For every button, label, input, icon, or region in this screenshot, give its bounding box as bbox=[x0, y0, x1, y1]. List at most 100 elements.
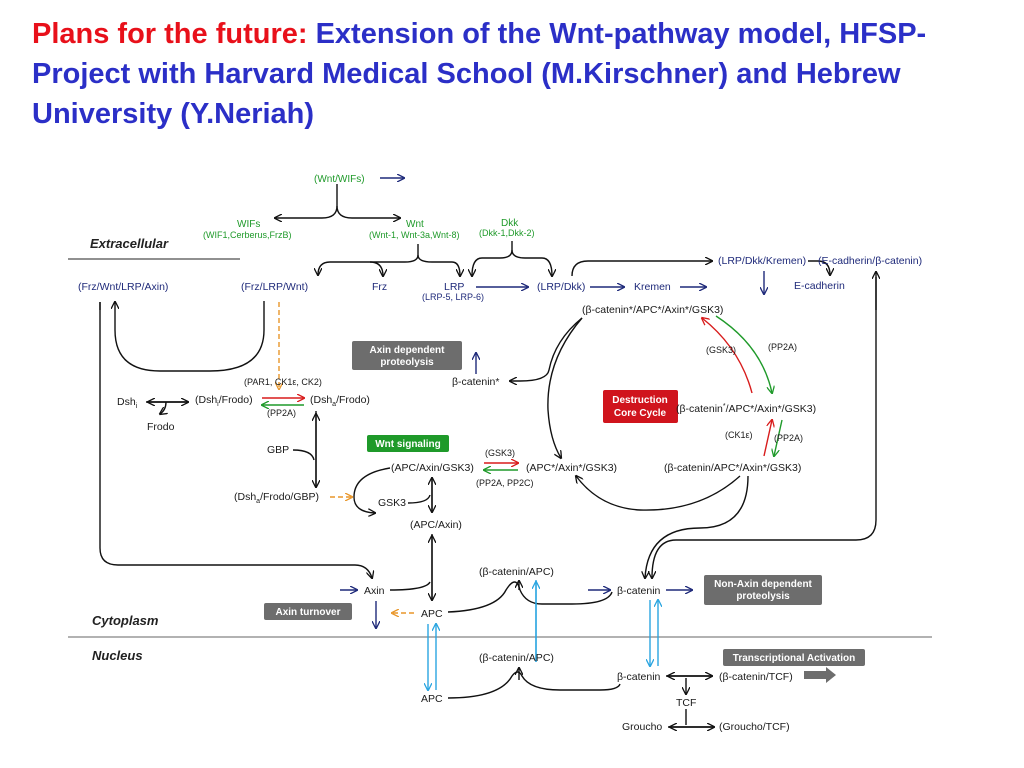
node-gsk3-label: (GSK3) bbox=[706, 345, 736, 355]
node-bcat-tcf: (β-catenin/TCF) bbox=[719, 671, 793, 683]
node-bcat-nuc: β-catenin bbox=[617, 671, 661, 683]
node-axin: Axin bbox=[364, 585, 385, 597]
node-gsk3: GSK3 bbox=[378, 497, 406, 509]
arrow-wnt-wifs-split bbox=[275, 184, 338, 218]
box-axin-turnover: Axin turnover bbox=[264, 603, 352, 620]
arrow-gsk3-loop bbox=[353, 467, 391, 513]
node-dsha-frodo: (Dsha/Frodo) bbox=[310, 394, 370, 408]
section-extracellular: Extracellular bbox=[90, 236, 169, 251]
box-destruction-line1: Destruction bbox=[612, 395, 668, 406]
box-axin-turnover-label: Axin turnover bbox=[275, 607, 340, 618]
node-kremen: Kremen bbox=[634, 281, 671, 293]
node-par-ck: (PAR1, CK1ε, CK2) bbox=[244, 377, 322, 387]
arrow-red-cycle-bottom bbox=[763, 420, 772, 457]
node-groucho: Groucho bbox=[622, 721, 662, 733]
node-bcat-apc-star-axin-gsk3: (β-catenin/APC*/Axin*/GSK3) bbox=[664, 462, 801, 474]
node-groucho-tcf: (Groucho/TCF) bbox=[719, 721, 790, 733]
node-bcat-cyt: β-catenin bbox=[617, 585, 661, 597]
arrow-bcatapc-nuc bbox=[447, 671, 621, 699]
arrow-wnt-wifs-split-right bbox=[336, 205, 400, 218]
node-dshi-frodo: (Dshi/Frodo) bbox=[195, 394, 253, 408]
node-gbp: GBP bbox=[267, 444, 289, 456]
node-ck1e: (CK1ε) bbox=[725, 430, 753, 440]
slide-title: Plans for the future: Extension of the W… bbox=[32, 14, 1002, 134]
arrow-frz-bind bbox=[369, 261, 383, 276]
box-axin-dependent: Axin dependent proteolysis bbox=[352, 341, 462, 370]
node-lrp: LRP bbox=[444, 281, 464, 293]
box-destruction-line2: Core Cycle bbox=[614, 408, 667, 419]
node-frz-wnt-lrp-axin: (Frz/Wnt/LRP/Axin) bbox=[78, 281, 168, 293]
box-non-axin-dependent: Non-Axin dependent proteolysis bbox=[704, 575, 822, 605]
box-wnt-signaling-label: Wnt signaling bbox=[375, 439, 441, 450]
node-apc-nuc: APC bbox=[421, 693, 443, 705]
node-apc-axin-gsk3: (APC/Axin/GSK3) bbox=[391, 462, 474, 474]
node-lrp-dkk-kremen: (LRP/Dkk/Kremen) bbox=[718, 255, 806, 267]
arrow-to-frodo bbox=[160, 401, 166, 414]
node-ecad-bcat: (E-cadherin/β-catenin) bbox=[818, 255, 922, 267]
node-apc-cyt: APC bbox=[421, 608, 443, 620]
node-wnt-wifs: (Wnt/WIFs) bbox=[314, 174, 365, 185]
node-dkk: Dkk bbox=[501, 218, 519, 229]
box-non-axin-line2: proteolysis bbox=[736, 591, 790, 602]
node-dsh-i: Dshi bbox=[117, 396, 138, 410]
box-transcriptional-activation: Transcriptional Activation bbox=[723, 649, 865, 666]
arrow-lrp-bind bbox=[417, 254, 460, 276]
node-wifs: WIFs bbox=[237, 219, 260, 230]
box-axin-dependent-line1: Axin dependent bbox=[369, 345, 445, 356]
node-ecad: E-cadherin bbox=[794, 280, 845, 292]
node-pp2a-mid: (PP2A) bbox=[267, 408, 296, 418]
node-bcat-apc-axin-gsk3-star: (β-catenin*/APC*/Axin*/GSK3) bbox=[582, 304, 723, 316]
slide-title-red: Plans for the future: bbox=[32, 18, 308, 50]
arrow-cycle-to-bcatstar bbox=[510, 317, 583, 381]
node-frz-lrp-wnt: (Frz/LRP/Wnt) bbox=[241, 281, 308, 293]
node-tcf: TCF bbox=[676, 697, 696, 709]
arrow-frzlrpwnt-loop bbox=[115, 301, 265, 372]
arrow-ecad-to-bcat bbox=[652, 277, 877, 578]
arrow-cycle-left-arc bbox=[547, 317, 583, 458]
box-non-axin-line1: Non-Axin dependent bbox=[714, 579, 812, 590]
section-nucleus: Nucleus bbox=[92, 648, 143, 663]
transcription-output-arrow bbox=[804, 667, 836, 683]
node-frz: Frz bbox=[372, 281, 387, 293]
arrow-bcatapc-cyt bbox=[447, 581, 613, 613]
node-pp2a-pp2c: (PP2A, PP2C) bbox=[476, 478, 534, 488]
arrow-red-cycle-top bbox=[702, 318, 753, 394]
arrow-to-lrpdkkkremen bbox=[571, 261, 712, 277]
arrow-gsk3-join bbox=[407, 494, 431, 504]
node-dsha-frodo-gbp: (Dsha/Frodo/GBP) bbox=[234, 491, 319, 505]
node-lrp-sub: (LRP-5, LRP-6) bbox=[422, 292, 484, 302]
node-gsk3-top: (GSK3) bbox=[485, 448, 515, 458]
node-frodo: Frodo bbox=[147, 421, 175, 433]
slide-title-blue: Extension of the Wnt-pathway model, HFSP… bbox=[32, 18, 927, 130]
arrow-ecad-split bbox=[808, 260, 830, 275]
node-lrp-dkk: (LRP/Dkk) bbox=[537, 281, 585, 293]
arrow-wnt-to-frzlrpwnt bbox=[318, 244, 419, 275]
node-apc-star-axin-gsk3: (APC*/Axin*/GSK3) bbox=[526, 462, 617, 474]
arrow-cycle-bottom-arc bbox=[576, 476, 741, 511]
section-cytoplasm: Cytoplasm bbox=[92, 613, 159, 628]
node-dkk-sub: (Dkk-1,Dkk-2) bbox=[479, 228, 535, 238]
node-pp2a-label: (PP2A) bbox=[768, 342, 797, 352]
arrow-dkk-split bbox=[472, 241, 513, 276]
node-bcat-apc-nuc: (β-catenin/APC) bbox=[479, 652, 554, 664]
box-destruction-core-cycle: Destruction Core Cycle bbox=[603, 390, 678, 423]
node-apc-axin: (APC/Axin) bbox=[410, 519, 462, 531]
box-axin-dependent-line2: proteolysis bbox=[380, 357, 434, 368]
arrow-green-cycle-bottom bbox=[774, 419, 783, 456]
node-bcat-apc-cyt: (β-catenin/APC) bbox=[479, 566, 554, 578]
node-pp2a-r2: (PP2A) bbox=[774, 433, 803, 443]
node-wifs-sub: (WIF1,Cerberus,FrzB) bbox=[203, 230, 292, 240]
arrow-cycle-to-bcat bbox=[645, 475, 749, 578]
node-bcat-apc-axin-gsk3-mid: (β-catenin*/APC*/Axin*/GSK3) bbox=[676, 403, 816, 415]
node-wnt-sub: (Wnt-1, Wnt-3a,Wnt-8) bbox=[369, 230, 460, 240]
node-wnt: Wnt bbox=[406, 219, 424, 230]
arrow-green-cycle-top bbox=[715, 315, 772, 393]
arrow-left-to-axin bbox=[99, 302, 372, 578]
arrow-dkk-split-right bbox=[511, 249, 552, 276]
box-transcriptional-label: Transcriptional Activation bbox=[733, 653, 855, 664]
arrow-gbp-join bbox=[292, 449, 315, 461]
box-wnt-signaling: Wnt signaling bbox=[367, 435, 449, 452]
node-bcat-star: β-catenin* bbox=[452, 376, 499, 388]
arrow-axin-join bbox=[389, 581, 431, 591]
